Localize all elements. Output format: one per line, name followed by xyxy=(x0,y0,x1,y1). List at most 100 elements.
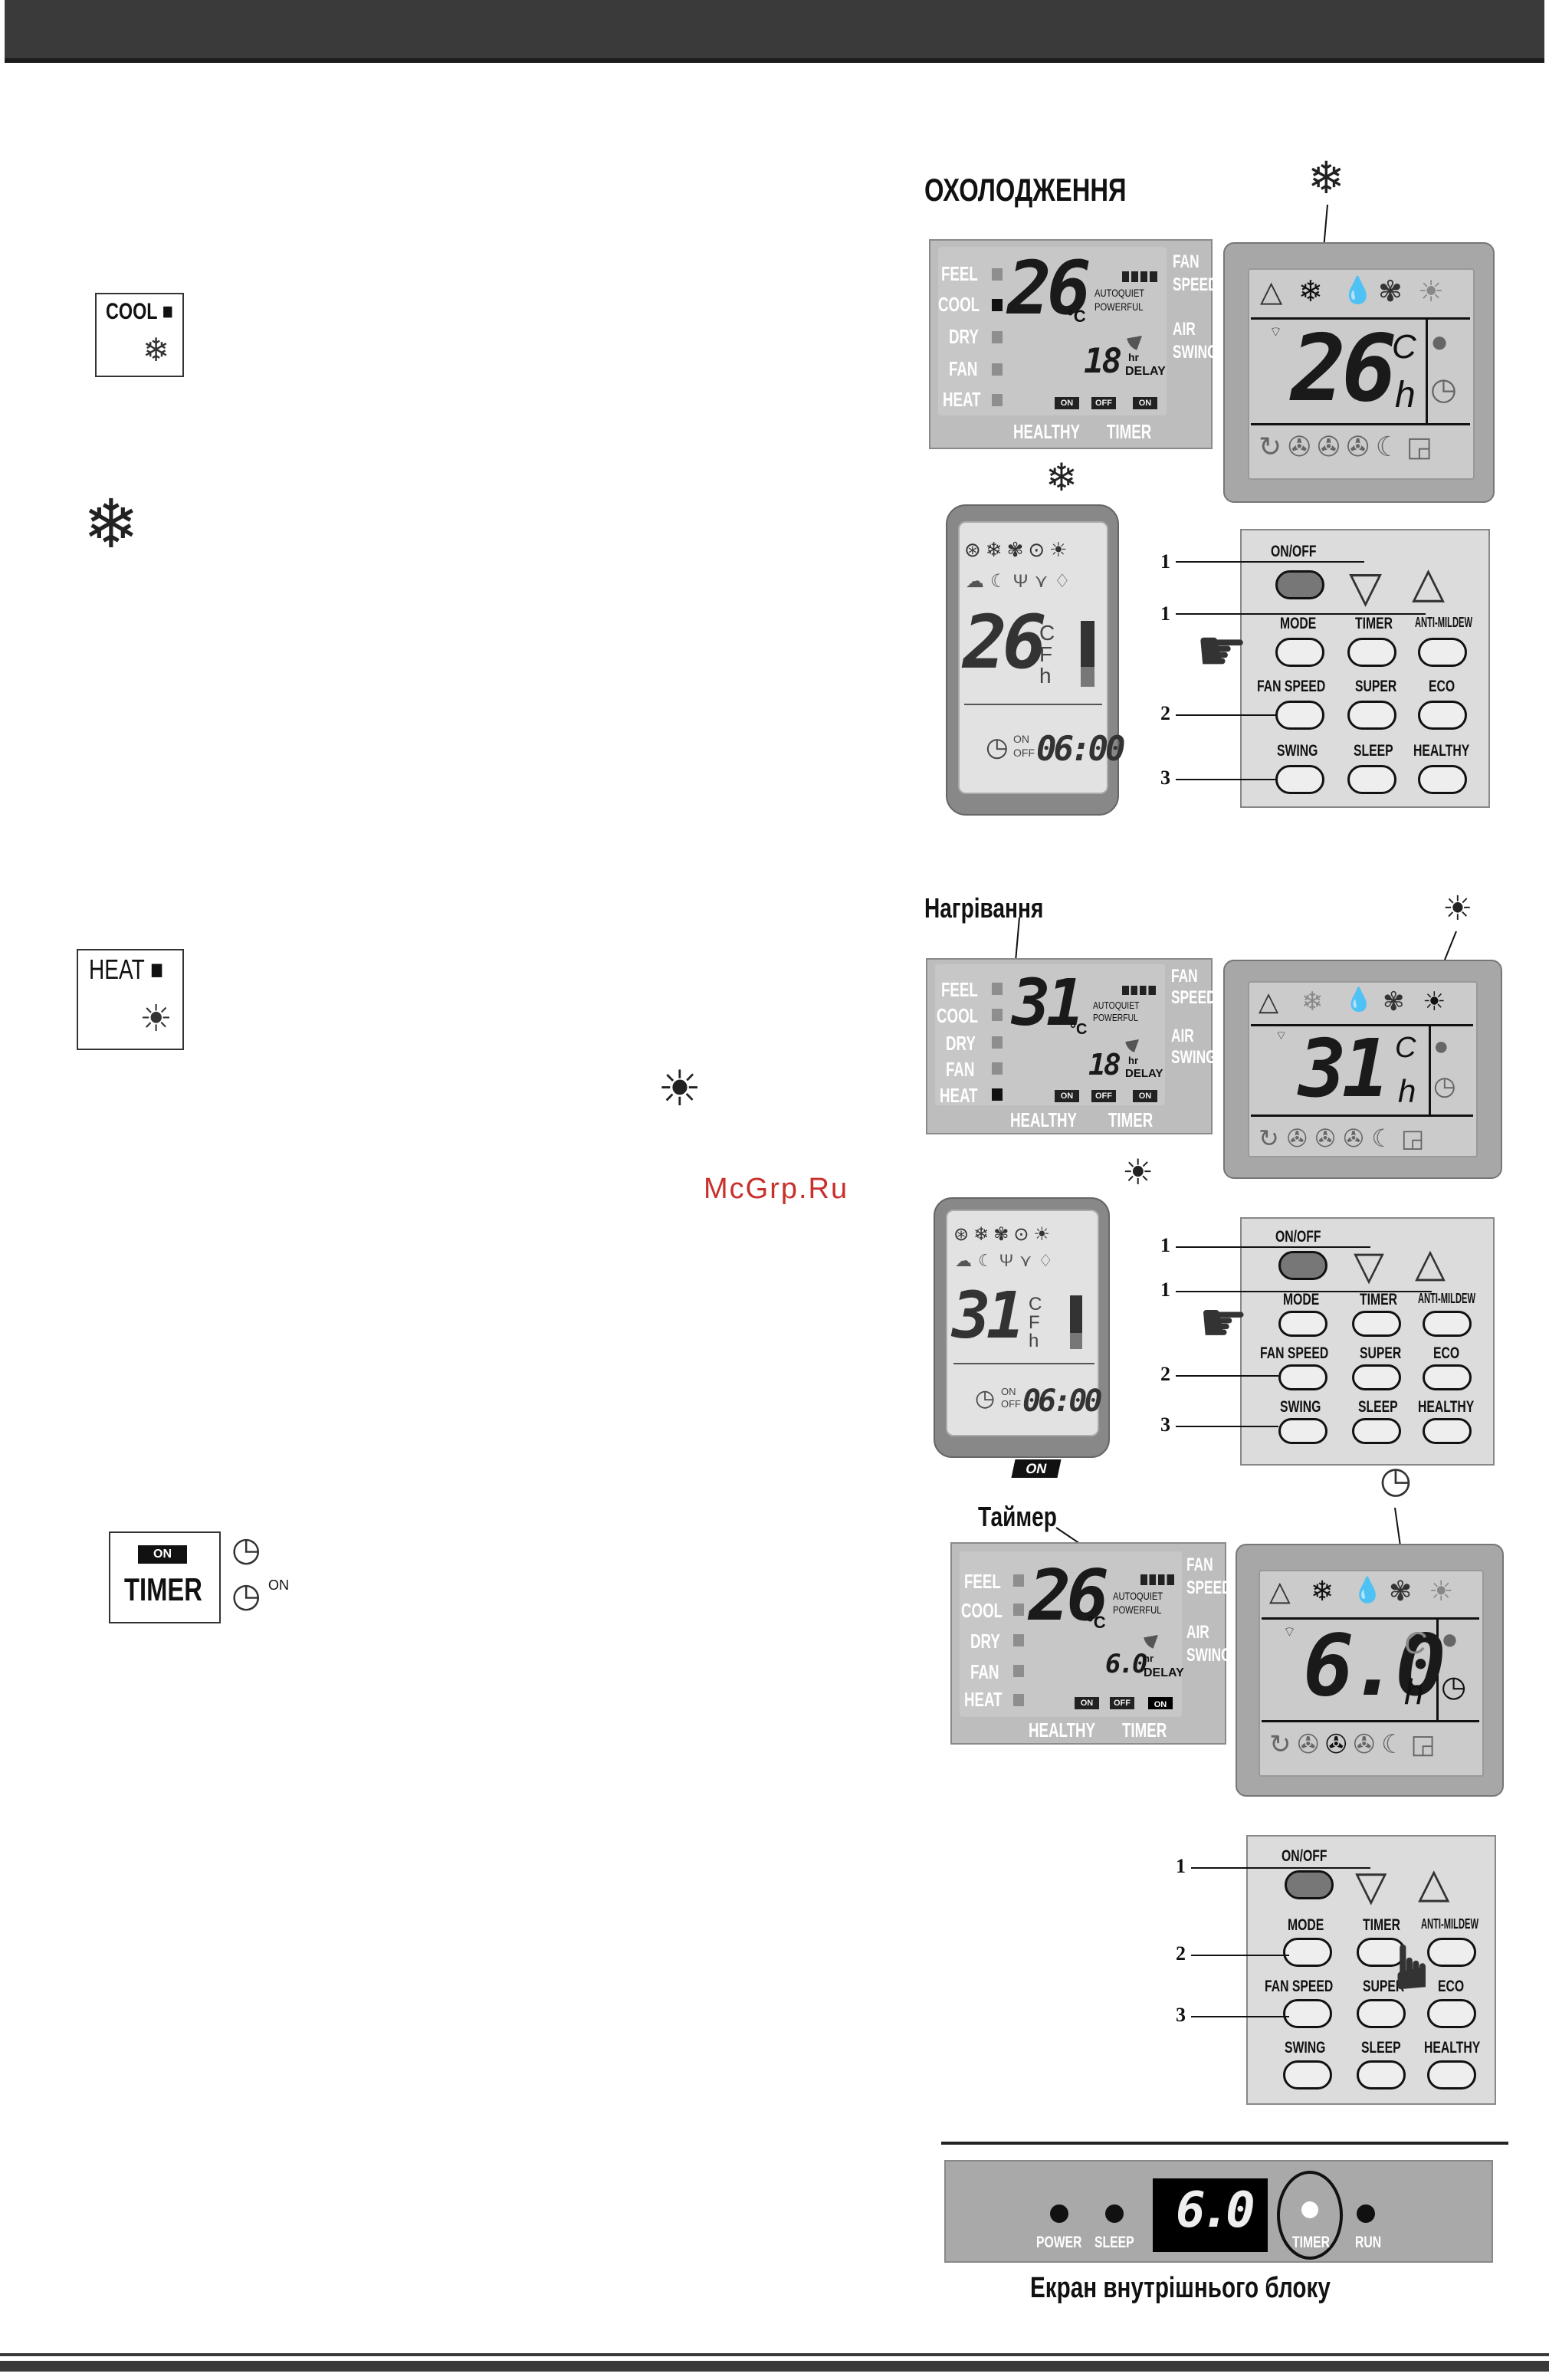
fan-speed-button[interactable] xyxy=(1283,1999,1332,2028)
hour-label: h xyxy=(1404,1672,1424,1712)
mode-icons-row: ⊛❄✾⊙☀ xyxy=(964,538,1072,561)
swing-button[interactable] xyxy=(1278,1418,1327,1444)
on-tag-active: ON xyxy=(1148,1697,1173,1709)
sleep-button[interactable] xyxy=(1357,2060,1406,2089)
up-arrow-icon[interactable]: △ xyxy=(1412,558,1446,606)
mode-button[interactable] xyxy=(1278,1311,1327,1337)
sun-icon: ☀ xyxy=(1429,1575,1454,1607)
down-arrow-icon[interactable]: ▽ xyxy=(1354,1244,1384,1288)
sleep-button[interactable] xyxy=(1352,1418,1401,1444)
mode-indicator xyxy=(992,1009,1003,1021)
temperature-digits: 31 xyxy=(1298,1022,1390,1115)
hour-digits: 18 xyxy=(1088,1048,1121,1082)
anti-mildew-button[interactable] xyxy=(1423,1311,1472,1337)
fan-icon: ✾ xyxy=(1378,276,1403,308)
healthy-label: HEALTHY xyxy=(1413,742,1470,760)
mode-fan: FAN xyxy=(949,357,978,380)
anti-mildew-button[interactable] xyxy=(1418,638,1467,667)
off-tag: OFF xyxy=(1091,1090,1116,1102)
temperature-digits: 26 xyxy=(1291,316,1396,422)
wifi-icon: ⌔ xyxy=(1269,324,1282,340)
cool-remote: ON/OFF ▽ △ MODE TIMER ANTI-MILDEW FAN SP… xyxy=(1240,529,1490,808)
footer-bar xyxy=(0,2361,1549,2372)
mode-indicator xyxy=(992,363,1003,376)
eco-button[interactable] xyxy=(1423,1364,1472,1390)
autoquiet-label: AUTOQUIET xyxy=(1094,287,1145,299)
timer-off-label: OFF xyxy=(1001,1398,1021,1410)
cool-mode-box: COOL ■ ❄ xyxy=(95,293,184,377)
powerful-label: POWERFUL xyxy=(1113,1604,1162,1616)
mode-dry: DRY xyxy=(946,1032,976,1055)
eco-label: ECO xyxy=(1429,678,1455,695)
healthy-label: HEALTHY xyxy=(1418,1398,1475,1416)
sleep-button[interactable] xyxy=(1347,765,1396,794)
timer-button[interactable] xyxy=(1347,638,1396,667)
mode-indicator xyxy=(1013,1665,1024,1677)
eco-button[interactable] xyxy=(1418,701,1467,730)
down-arrow-icon[interactable]: ▽ xyxy=(1355,1863,1387,1909)
up-arrow-icon[interactable]: △ xyxy=(1415,1241,1446,1285)
mode-indicator-active xyxy=(992,299,1003,311)
healthy-button[interactable] xyxy=(1427,2060,1476,2089)
healthy-button[interactable] xyxy=(1423,1418,1472,1444)
divider xyxy=(1436,1617,1439,1722)
step-number: 2 xyxy=(1160,1363,1170,1385)
healthy-label: HEALTHY xyxy=(1013,420,1081,443)
delay-label: DELAY xyxy=(1125,1067,1163,1080)
timer-button[interactable] xyxy=(1357,1938,1406,1967)
fan-speed-button[interactable] xyxy=(1278,1364,1327,1390)
step-number: 1 xyxy=(1176,1855,1186,1877)
powerful-label: POWERFUL xyxy=(1094,300,1144,313)
super-button[interactable] xyxy=(1352,1364,1401,1390)
timer-button[interactable] xyxy=(1352,1311,1401,1337)
step-number: 2 xyxy=(1176,1942,1186,1965)
on-tag: ON xyxy=(1055,1090,1079,1102)
mode-indicator xyxy=(1013,1634,1024,1646)
eco-button[interactable] xyxy=(1427,1999,1476,2028)
mode-icons-row: ⊛❄✾⊙☀ xyxy=(953,1224,1055,1245)
leader-line xyxy=(1176,714,1277,716)
anti-mildew-button[interactable] xyxy=(1427,1938,1476,1967)
temperature-digits: 26 xyxy=(1007,245,1091,331)
hour-unit: hr xyxy=(1128,351,1139,363)
down-arrow-icon[interactable]: ▽ xyxy=(1349,563,1383,611)
lcd-screen xyxy=(1248,981,1478,1157)
super-button[interactable] xyxy=(1347,701,1396,730)
divider xyxy=(1251,1024,1473,1026)
super-label: SUPER xyxy=(1360,1344,1402,1362)
swing-label: SWING xyxy=(1280,1398,1321,1416)
step-number: 1 xyxy=(1160,1279,1170,1301)
temperature-digits: 31 xyxy=(1012,965,1085,1040)
snowflake-icon: ❄ xyxy=(1298,276,1323,308)
cool-display-panel: FEEL COOL DRY FAN HEAT 26 °C AUTOQUIET P… xyxy=(929,239,1218,449)
swing-fan-icon xyxy=(1127,320,1157,351)
pointing-hand-icon: ☛ xyxy=(1196,619,1249,684)
onoff-button[interactable] xyxy=(1278,1251,1327,1280)
mode-button[interactable] xyxy=(1275,638,1324,667)
snowflake-icon: ❄ xyxy=(1301,987,1324,1016)
up-arrow-icon[interactable]: △ xyxy=(1418,1860,1450,1906)
cool-remote-display: ⊛❄✾⊙☀ ☁☾Ψ⋎♢ 26 C F h ◷ ON OFF 06:00 xyxy=(946,504,1125,816)
super-button[interactable] xyxy=(1357,1999,1406,2028)
leader-line xyxy=(1176,1375,1278,1377)
fan-speed-button[interactable] xyxy=(1275,701,1324,730)
clock-on-label: ON xyxy=(268,1577,289,1593)
swing-button[interactable] xyxy=(1283,2060,1332,2089)
fan-level-bars xyxy=(1140,1574,1174,1585)
onoff-button[interactable] xyxy=(1275,570,1324,599)
fan-icon: ✾ xyxy=(1389,1575,1413,1607)
swing-button[interactable] xyxy=(1275,765,1324,794)
healthy-button[interactable] xyxy=(1418,765,1467,794)
onoff-button[interactable] xyxy=(1285,1870,1334,1899)
sun-icon: ☀ xyxy=(139,999,173,1039)
mode-feel: FEEL xyxy=(964,1570,1001,1593)
mode-cool: COOL xyxy=(937,1004,979,1027)
swing-label: SWING xyxy=(1277,742,1318,760)
cool-title: ОХОЛОДЖЕННЯ xyxy=(924,172,1127,208)
timer-display-panel: FEEL COOL DRY FAN HEAT 26 °C AUTOQUIET P… xyxy=(950,1542,1232,1745)
run-label: RUN xyxy=(1355,2234,1382,2251)
clock-icon: ● xyxy=(1433,1032,1449,1061)
mode-button[interactable] xyxy=(1283,1938,1332,1967)
leader-line xyxy=(1191,1867,1370,1869)
fan-level-bars xyxy=(1122,271,1157,282)
